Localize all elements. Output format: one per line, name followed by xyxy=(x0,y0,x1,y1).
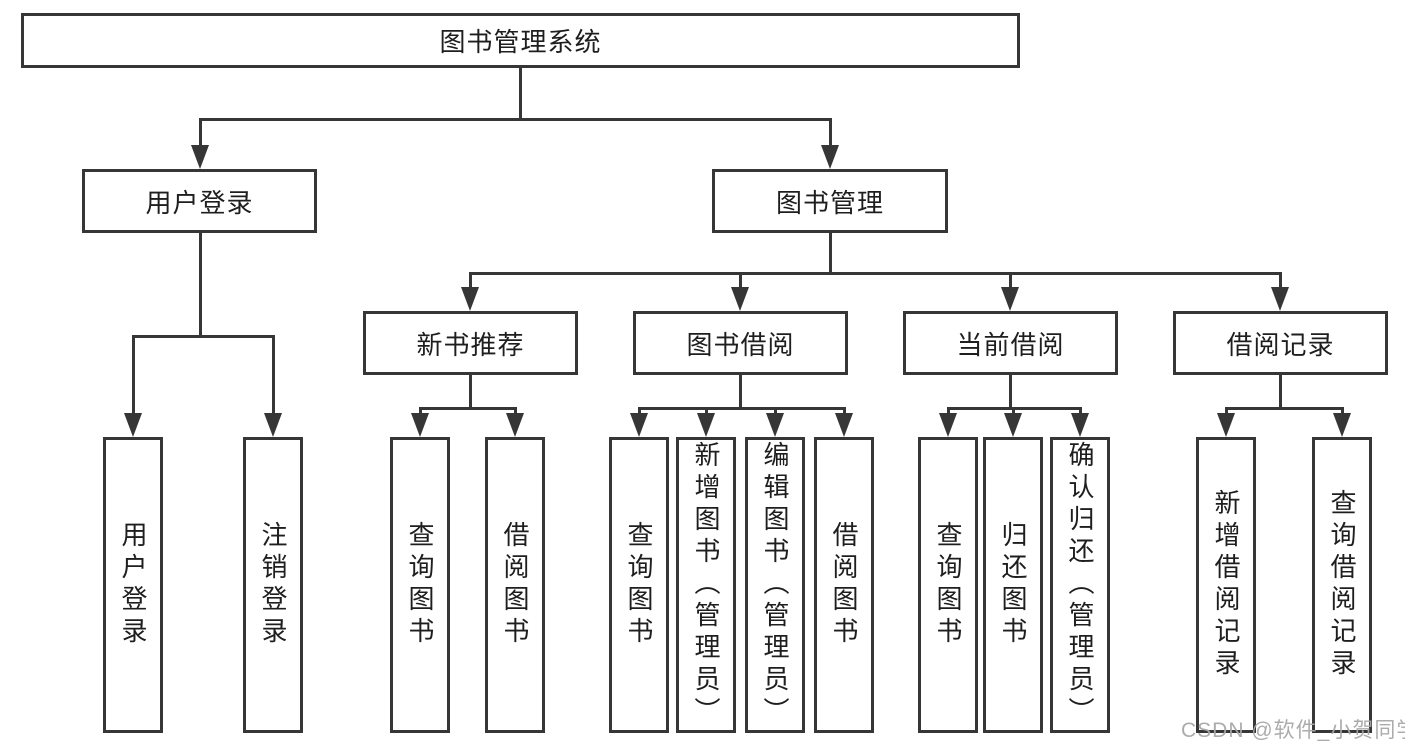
connector-line xyxy=(947,407,950,415)
arrow-down-icon xyxy=(766,413,784,437)
leaf-edit-book-admin: 编辑图书（管理员） xyxy=(745,437,805,733)
arrow-down-icon xyxy=(124,413,142,437)
arrow-down-icon xyxy=(697,413,715,437)
node-label: 借阅图书 xyxy=(500,521,530,649)
node-root-system: 图书管理系统 xyxy=(21,13,1020,68)
connector-line xyxy=(469,272,472,289)
arrow-down-icon xyxy=(461,287,479,311)
connector-line xyxy=(199,231,202,337)
leaf-query-books-borrowing: 查询图书 xyxy=(609,437,669,733)
node-label: 用户登录 xyxy=(118,521,148,649)
connector-line xyxy=(132,335,135,415)
connector-line xyxy=(272,335,275,415)
connector-line xyxy=(132,335,275,338)
arrow-down-icon xyxy=(1333,413,1351,437)
connector-line xyxy=(1225,407,1343,410)
leaf-logout: 注销登录 xyxy=(243,437,303,733)
leaf-user-login: 用户登录 xyxy=(103,437,163,733)
node-new-book-recommend: 新书推荐 xyxy=(363,311,578,375)
node-borrow-records: 借阅记录 xyxy=(1173,311,1388,375)
node-label: 图书管理系统 xyxy=(439,27,602,57)
connector-line xyxy=(774,407,777,415)
connector-line xyxy=(1341,407,1344,415)
arrow-down-icon xyxy=(1001,287,1019,311)
arrow-down-icon xyxy=(191,145,209,169)
connector-line xyxy=(638,407,641,415)
connector-line xyxy=(199,118,202,147)
connector-line xyxy=(1279,272,1282,289)
leaf-borrow-books-borrowing: 借阅图书 xyxy=(814,437,874,733)
connector-line xyxy=(419,407,516,410)
node-label: 新增借阅记录 xyxy=(1211,489,1241,681)
connector-line xyxy=(1009,272,1012,289)
connector-line xyxy=(829,231,832,274)
connector-line xyxy=(739,373,742,409)
node-user-login: 用户登录 xyxy=(82,169,317,233)
arrow-down-icon xyxy=(1071,413,1089,437)
connector-line xyxy=(469,272,1281,275)
connector-line xyxy=(1009,373,1012,409)
node-label: 当前借阅 xyxy=(956,329,1065,360)
arrow-down-icon xyxy=(939,413,957,437)
node-label: 图书管理 xyxy=(775,187,884,218)
arrow-down-icon xyxy=(506,413,524,437)
connector-line xyxy=(1079,407,1082,415)
arrow-down-icon xyxy=(821,145,839,169)
connector-line xyxy=(514,407,517,415)
watermark: CSDN @软件_小贺同学 xyxy=(1181,719,1405,742)
node-label: 查询图书 xyxy=(624,521,654,649)
node-label: 借阅记录 xyxy=(1226,329,1335,360)
node-label: 归还图书 xyxy=(998,521,1028,649)
connector-line xyxy=(519,66,522,120)
connector-line xyxy=(419,407,422,415)
leaf-borrow-books-recommend: 借阅图书 xyxy=(485,437,545,733)
leaf-query-borrow-record: 查询借阅记录 xyxy=(1312,437,1372,733)
connector-line xyxy=(843,407,846,415)
node-label: 确认归还（管理员） xyxy=(1065,441,1095,729)
connector-line xyxy=(1279,373,1282,409)
connector-line xyxy=(739,272,742,289)
node-book-borrowing: 图书借阅 xyxy=(633,311,848,375)
connector-line xyxy=(199,118,832,121)
connector-line xyxy=(1225,407,1228,415)
leaf-query-books-current: 查询图书 xyxy=(918,437,978,733)
node-book-management: 图书管理 xyxy=(712,169,948,233)
leaf-return-book: 归还图书 xyxy=(983,437,1043,733)
arrow-down-icon xyxy=(1004,413,1022,437)
arrow-down-icon xyxy=(835,413,853,437)
node-label: 编辑图书（管理员） xyxy=(760,441,790,729)
arrow-down-icon xyxy=(1217,413,1235,437)
node-label: 图书借阅 xyxy=(686,329,795,360)
connector-line xyxy=(705,407,708,415)
leaf-add-book-admin: 新增图书（管理员） xyxy=(676,437,736,733)
node-label: 查询图书 xyxy=(405,521,435,649)
arrow-down-icon xyxy=(411,413,429,437)
node-label: 新书推荐 xyxy=(416,329,525,360)
connector-line xyxy=(469,373,472,409)
connector-line xyxy=(1012,407,1015,415)
connector-line xyxy=(638,407,845,410)
leaf-confirm-return-admin: 确认归还（管理员） xyxy=(1050,437,1110,733)
arrow-down-icon xyxy=(264,413,282,437)
node-label: 查询借阅记录 xyxy=(1327,489,1357,681)
node-label: 用户登录 xyxy=(145,187,254,218)
connector-line xyxy=(829,118,832,147)
arrow-down-icon xyxy=(630,413,648,437)
node-label: 查询图书 xyxy=(933,521,963,649)
leaf-add-borrow-record: 新增借阅记录 xyxy=(1196,437,1256,733)
arrow-down-icon xyxy=(731,287,749,311)
node-current-borrowing: 当前借阅 xyxy=(903,311,1118,375)
leaf-query-books-recommend: 查询图书 xyxy=(390,437,450,733)
node-label: 新增图书（管理员） xyxy=(691,441,721,729)
arrow-down-icon xyxy=(1271,287,1289,311)
node-label: 借阅图书 xyxy=(829,521,859,649)
node-label: 注销登录 xyxy=(258,521,288,649)
